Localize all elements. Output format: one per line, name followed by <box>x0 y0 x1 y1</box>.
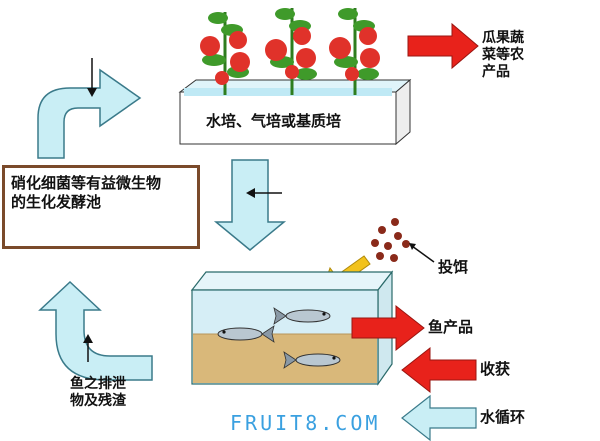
curved-arrow-up-right-icon <box>37 68 142 159</box>
planting-tray <box>178 78 412 146</box>
tomato-plant-1 <box>200 12 250 95</box>
produce-label-line-1: 瓜果蔬 <box>482 30 524 46</box>
fish-waste-label-line-1: 鱼之排泄 <box>70 376 126 392</box>
water-cycle-label: 水循环 <box>480 408 526 426</box>
biofilter-box: 硝化细菌等有益微生物 的生化发酵池 <box>2 165 200 249</box>
biofilter-label-line-1: 硝化细菌等有益微生物 <box>11 174 162 192</box>
biofilter-pointer-icon <box>246 188 282 198</box>
fish-waste-label-line-2: 物及残渣 <box>70 393 126 410</box>
fish-product-label: 鱼产品 <box>428 318 474 336</box>
tomato-plant-2 <box>265 8 317 95</box>
flow-pointer-icon <box>87 58 97 97</box>
fish-1 <box>273 307 331 325</box>
red-arrow-harvest-icon <box>401 346 477 394</box>
fish-3 <box>283 351 341 369</box>
curved-arrow-waste-up-icon <box>38 280 153 381</box>
tomato-plant-3 <box>329 8 380 95</box>
red-arrow-produce-icon <box>407 22 479 70</box>
feeding-label: 投饵 <box>438 258 469 276</box>
watermark: FRUIT8.COM <box>230 411 381 435</box>
biofilter-label: 硝化细菌等有益微生物 的生化发酵池 <box>11 174 161 212</box>
red-arrow-fish-product-icon <box>351 304 425 352</box>
cultivation-label: 水培、气培或基质培 <box>206 112 342 130</box>
feeding-pointer-icon <box>409 243 435 263</box>
fish-2 <box>217 325 275 343</box>
down-arrow-to-biofilter-icon <box>213 159 287 251</box>
water-cycle-arrow-icon <box>401 394 477 441</box>
feed-pellets <box>371 218 410 262</box>
waste-pointer-icon <box>83 334 93 362</box>
fish-waste-label: 鱼之排泄 物及残渣 <box>70 376 126 410</box>
biofilter-label-line-2: 的生化发酵池 <box>11 192 102 211</box>
produce-label: 瓜果蔬 菜等农 产品 <box>482 30 524 81</box>
harvest-label: 收获 <box>480 360 511 378</box>
produce-label-line-2: 菜等农 <box>482 47 524 64</box>
produce-label-line-3: 产品 <box>482 64 510 81</box>
